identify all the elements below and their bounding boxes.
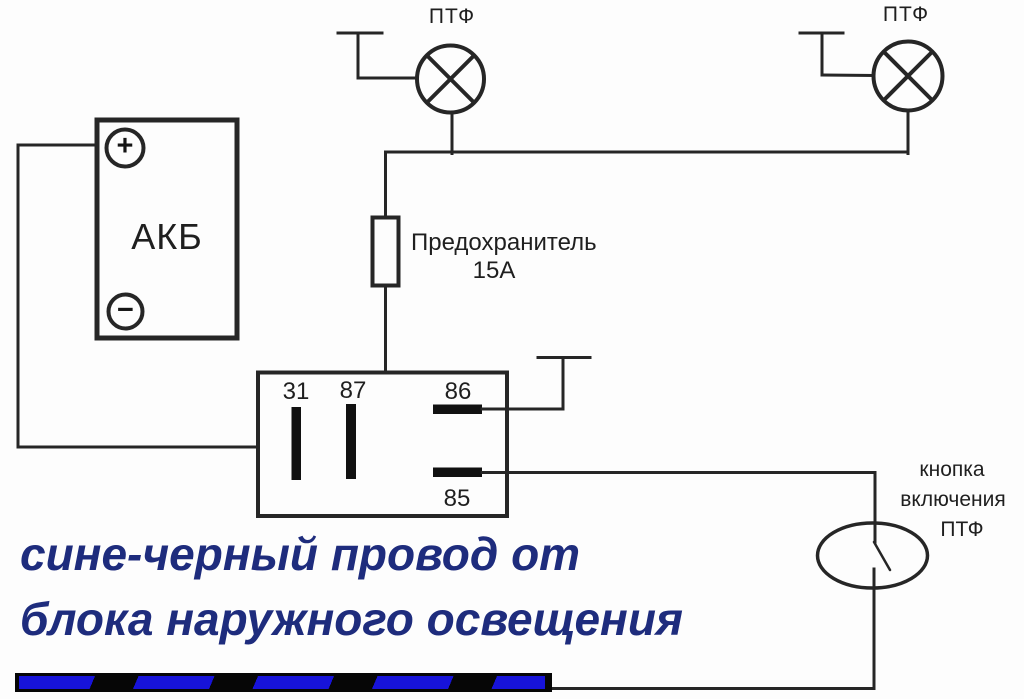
caption-line1: сине-черный провод от — [20, 528, 581, 580]
relay-pin87-contact — [346, 404, 356, 479]
relay-box — [256, 370, 509, 518]
lamp-right-label: ПТФ — [882, 3, 930, 26]
fuse-rating-label: 15А — [472, 257, 516, 284]
relay-pin85-label: 85 — [443, 485, 471, 512]
blue-black-wire — [15, 673, 552, 692]
wire-pin85-to-button — [480, 471, 877, 544]
ground-symbol-left-icon — [336, 31, 419, 80]
wire-pin86-ground — [480, 356, 592, 411]
button-label-line1: кнопка — [919, 458, 985, 481]
lamp-left-label: ПТФ — [428, 5, 476, 28]
fuse-icon — [370, 215, 401, 288]
fog-lamp-left-icon — [415, 43, 486, 115]
battery-plus-sign: + — [116, 130, 134, 163]
wire-button-to-source — [548, 567, 876, 690]
caption-line2: блока наружного освещения — [20, 593, 684, 645]
fuse-label: Предохранитель — [411, 229, 597, 256]
ground-symbol-right-icon — [798, 31, 876, 78]
wire-battery-positive — [16, 143, 298, 449]
battery-minus-sign: − — [117, 294, 134, 327]
battery-icon — [94, 117, 240, 341]
battery-plus-terminal-icon — [104, 127, 146, 169]
relay-pin86-contact — [433, 404, 482, 414]
battery-minus-terminal-icon — [106, 292, 145, 331]
switch-contact-icon — [872, 540, 892, 572]
button-label-line2: включения — [900, 488, 1006, 511]
relay-pin31-contact — [291, 407, 301, 480]
battery-label: АКБ — [131, 216, 203, 257]
relay-pin86-label: 86 — [444, 378, 472, 405]
relay-pin87-label: 87 — [339, 377, 367, 404]
fog-lamp-right-icon — [871, 39, 945, 113]
relay-pin85-contact — [433, 467, 482, 477]
button-label-line3: ПТФ — [940, 518, 984, 541]
relay-pin31-label: 31 — [282, 378, 310, 405]
